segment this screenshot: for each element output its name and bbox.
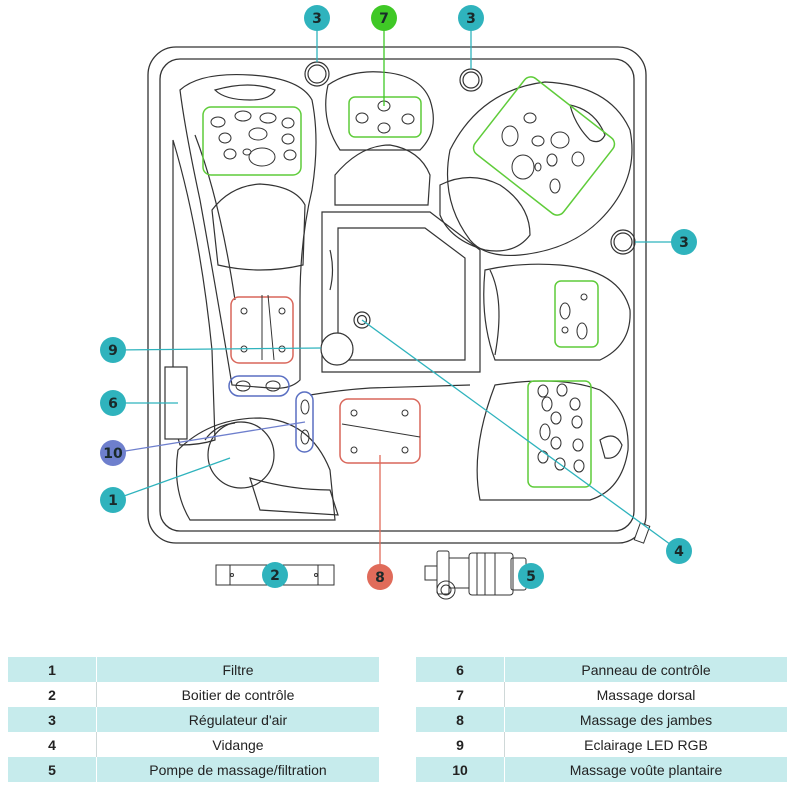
pump-unit <box>424 550 527 600</box>
callout-9: 9 <box>100 337 126 363</box>
legend-label: Vidange <box>212 736 264 753</box>
legend-label: Massage dorsal <box>596 686 696 703</box>
jets <box>210 100 588 473</box>
air-regulators <box>304 61 636 255</box>
led-light <box>320 332 354 366</box>
callout-6: 6 <box>100 390 126 416</box>
spa-diagram: 3 7 3 3 9 6 10 1 4 2 8 5 <box>100 5 697 600</box>
legend-label: Boitier de contrôle <box>181 686 295 703</box>
callout-8: 8 <box>367 564 393 590</box>
svg-text:7: 7 <box>379 11 389 27</box>
callout-1: 1 <box>100 487 126 513</box>
svg-text:6: 6 <box>108 396 118 412</box>
legend-row: 9 Eclairage LED RGB <box>416 732 787 757</box>
svg-text:9: 9 <box>108 343 118 359</box>
svg-text:5: 5 <box>526 569 536 585</box>
legend-number: 5 <box>8 757 97 782</box>
legend-label: Massage des jambes <box>504 707 787 732</box>
callout-3-top-left: 3 <box>304 5 330 31</box>
svg-text:1: 1 <box>108 493 118 509</box>
legend-number: 9 <box>416 732 505 757</box>
callout-10: 10 <box>100 440 126 466</box>
svg-text:4: 4 <box>674 544 684 560</box>
legend-number: 6 <box>416 657 505 682</box>
legend-number: 4 <box>8 732 97 757</box>
legend-label: Panneau de contrôle <box>504 657 787 682</box>
legend-row: 2 Boitier de contrôle <box>8 682 379 707</box>
spa-shell <box>147 46 647 544</box>
svg-text:3: 3 <box>466 11 476 27</box>
callout-2: 2 <box>262 562 288 588</box>
callout-7: 7 <box>371 5 397 31</box>
legend-label: Pompe de massage/filtration <box>96 757 379 782</box>
svg-text:10: 10 <box>103 446 123 462</box>
legend-number: 10 <box>416 757 505 782</box>
filter-unit <box>204 421 275 489</box>
svg-text:3: 3 <box>312 11 322 27</box>
seats <box>172 71 633 521</box>
legend-row: 7 Massage dorsal <box>416 682 787 707</box>
legend-number: 3 <box>8 707 97 732</box>
svg-text:8: 8 <box>375 570 385 586</box>
callout-5: 5 <box>518 563 544 589</box>
legend-number: 2 <box>8 682 97 707</box>
legend-label: Massage voûte plantaire <box>504 757 787 782</box>
svg-text:2: 2 <box>270 568 280 584</box>
side-valve <box>633 522 651 544</box>
legend-number: 1 <box>8 657 97 682</box>
legend-number: 7 <box>416 682 505 707</box>
legend-label: Filtre <box>96 657 379 682</box>
legend-number: 8 <box>416 707 505 732</box>
legend-label: Eclairage LED RGB <box>584 736 708 753</box>
massage-zones <box>202 76 616 488</box>
callouts: 3 7 3 3 9 6 10 1 4 2 8 5 <box>100 5 697 590</box>
callout-3-top-right: 3 <box>458 5 484 31</box>
legend-row: 4 Vidange <box>8 732 379 757</box>
drain <box>353 311 371 329</box>
callout-3-right: 3 <box>671 229 697 255</box>
legend-label: Régulateur d'air <box>96 707 379 732</box>
callout-4: 4 <box>666 538 692 564</box>
svg-text:3: 3 <box>679 235 689 251</box>
